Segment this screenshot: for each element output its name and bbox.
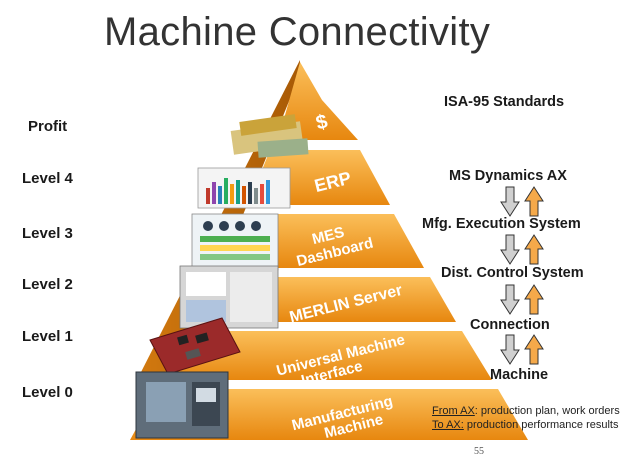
down-arrow-icon xyxy=(500,234,520,265)
level-label-4: Level 4 xyxy=(22,170,73,187)
standard-connection: Connection xyxy=(470,317,550,333)
circuit-board-image xyxy=(149,317,241,375)
note-from-label: From AX xyxy=(432,405,475,417)
level-label-0: Level 0 xyxy=(22,384,73,401)
arrow-pair-2 xyxy=(500,234,544,265)
tier-machine xyxy=(130,389,528,440)
money-image xyxy=(230,114,309,158)
note-to-ax: To AX: production performance results xyxy=(432,418,620,432)
level-label-3: Level 3 xyxy=(22,225,73,242)
page-number: 55 xyxy=(474,446,484,457)
standard-ms-dynamics: MS Dynamics AX xyxy=(449,168,567,184)
notes-block: From AX: production plan, work orders To… xyxy=(432,404,620,432)
down-arrow-icon xyxy=(500,186,520,217)
erp-chart-image xyxy=(197,167,291,209)
note-to-text: production performance results xyxy=(463,419,619,431)
note-from-ax: From AX: production plan, work orders xyxy=(432,404,620,418)
tier-text-profit: $ xyxy=(314,111,330,135)
tier-umi xyxy=(166,331,492,380)
level-label-profit: Profit xyxy=(28,118,68,135)
up-arrow-icon xyxy=(524,234,544,265)
arrow-pair-4 xyxy=(500,334,544,365)
down-arrow-icon xyxy=(500,284,520,315)
tier-profit xyxy=(278,62,358,140)
level-label-1: Level 1 xyxy=(22,328,73,345)
standards-header: ISA-95 Standards xyxy=(444,94,565,110)
server-screenshot-image xyxy=(179,265,279,329)
standard-machine: Machine xyxy=(490,367,549,383)
level-label-2: Level 2 xyxy=(22,276,73,293)
up-arrow-icon xyxy=(524,186,544,217)
down-arrow-icon xyxy=(500,334,520,365)
arrow-pair-3 xyxy=(500,284,544,315)
up-arrow-icon xyxy=(524,284,544,315)
note-from-text: : production plan, work orders xyxy=(474,405,620,417)
slide-title: Machine Connectivity xyxy=(104,10,491,54)
up-arrow-icon xyxy=(524,334,544,365)
dashboard-image xyxy=(191,213,279,271)
cnc-machine-image xyxy=(135,371,229,439)
arrow-pair-1 xyxy=(500,186,544,217)
note-to-label: To AX: xyxy=(432,419,464,431)
standard-mes: Mfg. Execution System xyxy=(422,216,581,232)
standard-dcs: Dist. Control System xyxy=(441,265,584,281)
